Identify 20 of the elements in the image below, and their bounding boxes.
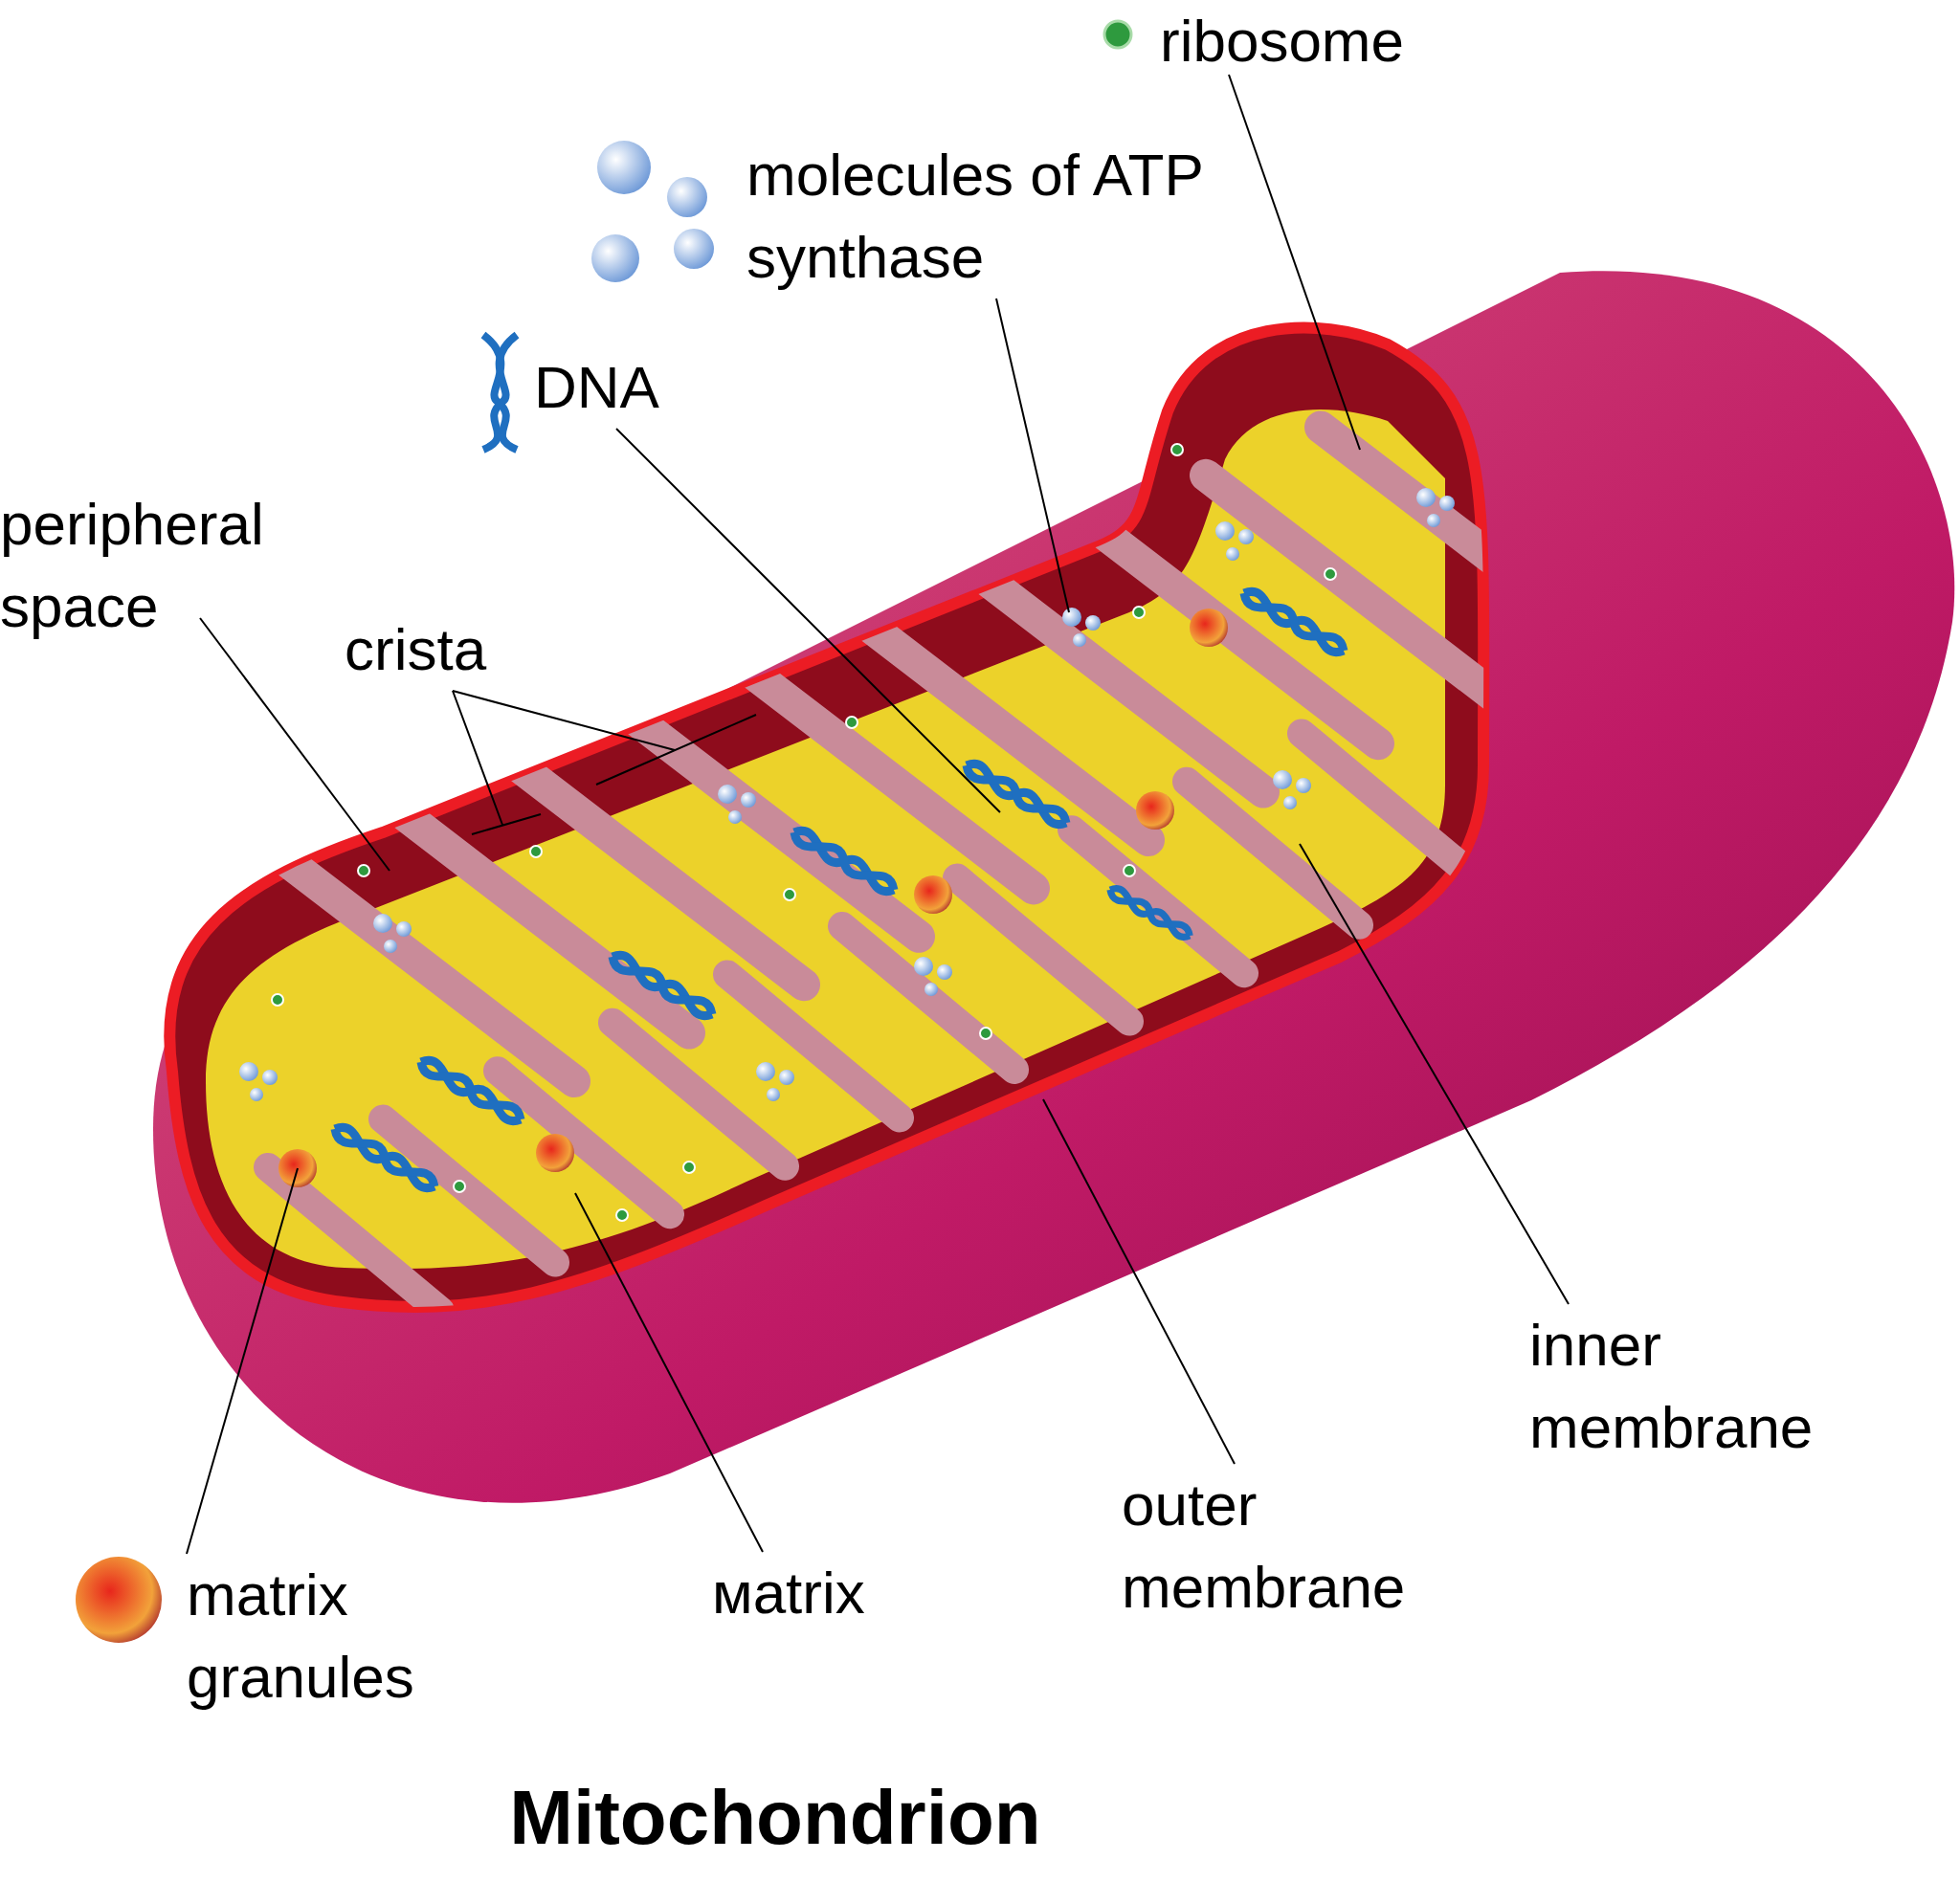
part-label: DNA (534, 346, 687, 429)
part-label: ribosome (1160, 0, 1447, 82)
part-label: matrix granules (187, 1554, 493, 1718)
leader-line (199, 617, 390, 872)
leader-line (615, 428, 1001, 813)
leader-line (1042, 1098, 1236, 1465)
part-label: мatrix (712, 1552, 923, 1634)
leader-line (574, 1192, 764, 1553)
part-label: peripheral space (0, 483, 306, 648)
part-label: inner membrane (1529, 1304, 1874, 1469)
leader-line (1228, 74, 1361, 451)
part-label: molecules of ATP synthase (746, 134, 1244, 299)
leader-line (452, 690, 542, 835)
leader-line (995, 298, 1070, 613)
leader-line (186, 1167, 299, 1555)
part-label: outer membrane (1122, 1464, 1466, 1628)
part-label: crista (345, 609, 517, 691)
leader-line (452, 690, 757, 786)
leader-line (1299, 843, 1570, 1305)
diagram-title: Mitochondrion (508, 1774, 1042, 1862)
